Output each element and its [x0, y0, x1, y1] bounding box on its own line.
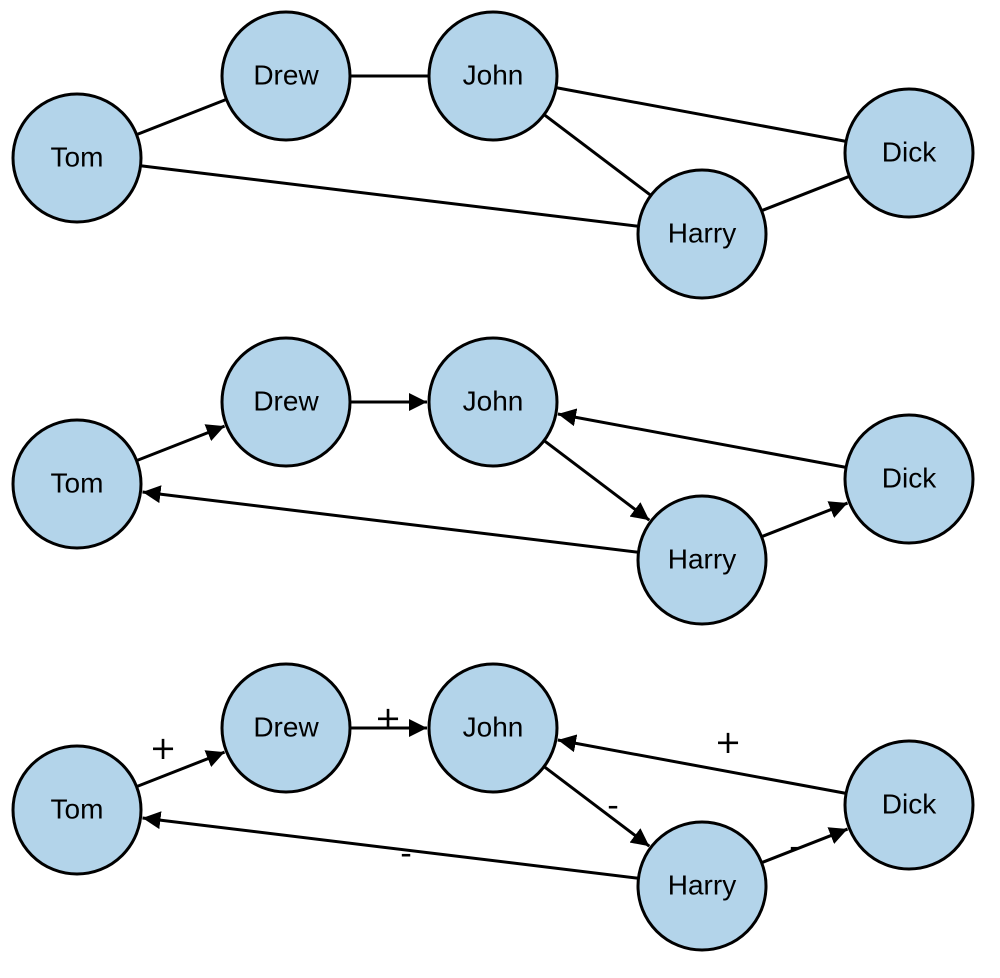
- node-circle: [427, 10, 559, 142]
- arrow-tom-drew: [136, 424, 226, 463]
- node-john: John: [427, 10, 559, 142]
- edge-sign-tom-drew: +: [150, 729, 177, 767]
- node-label: Dick: [882, 462, 937, 493]
- graph-signed-edges: + + + - - -: [136, 699, 849, 880]
- node-circle: [427, 662, 559, 794]
- graph-undirected-edges: [136, 74, 850, 228]
- node-circle: [220, 662, 352, 794]
- node-label: Harry: [668, 543, 736, 574]
- node-circle: [636, 820, 768, 952]
- edge-sign-harry-tom: -: [400, 834, 412, 872]
- edge-tom-drew: [136, 97, 227, 137]
- node-label: John: [463, 385, 524, 416]
- node-tom: Tom: [11, 92, 143, 224]
- node-label: Tom: [51, 793, 104, 824]
- node-harry: Harry: [636, 168, 768, 300]
- node-circle: [11, 92, 143, 224]
- node-drew: Drew: [220, 662, 352, 794]
- node-tom: Tom: [11, 418, 143, 550]
- arrow-dick-john: [557, 408, 847, 469]
- arrow-harry-tom: [142, 485, 639, 554]
- node-label: Dick: [882, 136, 937, 167]
- node-dick: Dick: [843, 739, 975, 871]
- node-circle: [843, 87, 975, 219]
- arrow-john-harry: [543, 765, 651, 848]
- node-label: Drew: [253, 711, 319, 742]
- node-dick: Dick: [843, 87, 975, 219]
- edge-sign-drew-john: +: [375, 699, 402, 737]
- node-john: John: [427, 336, 559, 468]
- edge-tom-harry: [140, 164, 639, 228]
- node-label: Drew: [253, 59, 319, 90]
- arrow-john-harry: [543, 439, 651, 522]
- arrow-harry-tom: [142, 811, 639, 880]
- node-drew: Drew: [220, 336, 352, 468]
- arrow-tom-drew: [136, 750, 226, 789]
- node-harry: Harry: [636, 494, 768, 626]
- arrow-harry-dick: [761, 827, 849, 865]
- node-tom: Tom: [11, 744, 143, 876]
- node-circle: [11, 418, 143, 550]
- edge-sign-harry-dick: -: [789, 827, 801, 865]
- graph-directed-edges: [136, 393, 849, 554]
- node-label: Harry: [668, 869, 736, 900]
- node-circle: [11, 744, 143, 876]
- node-label: Tom: [51, 141, 104, 172]
- edge-john-harry: [543, 113, 652, 197]
- node-circle: [427, 336, 559, 468]
- arrow-harry-dick: [761, 501, 849, 539]
- node-drew: Drew: [220, 10, 352, 142]
- node-circle: [220, 336, 352, 468]
- edge-john-dick: [555, 86, 847, 143]
- node-label: Tom: [51, 467, 104, 498]
- node-label: Dick: [882, 788, 937, 819]
- node-circle: [636, 168, 768, 300]
- node-circle: [843, 739, 975, 871]
- node-label: Harry: [668, 217, 736, 248]
- edge-sign-dick-john: +: [715, 723, 742, 761]
- node-label: Drew: [253, 385, 319, 416]
- node-john: John: [427, 662, 559, 794]
- node-harry: Harry: [636, 820, 768, 952]
- node-circle: [220, 10, 352, 142]
- node-circle: [843, 413, 975, 545]
- node-label: John: [463, 59, 524, 90]
- node-dick: Dick: [843, 413, 975, 545]
- edge-sign-john-harry: -: [607, 786, 619, 824]
- arrow-dick-john: [557, 734, 847, 795]
- edge-harry-dick: [761, 174, 850, 213]
- node-label: John: [463, 711, 524, 742]
- node-circle: [636, 494, 768, 626]
